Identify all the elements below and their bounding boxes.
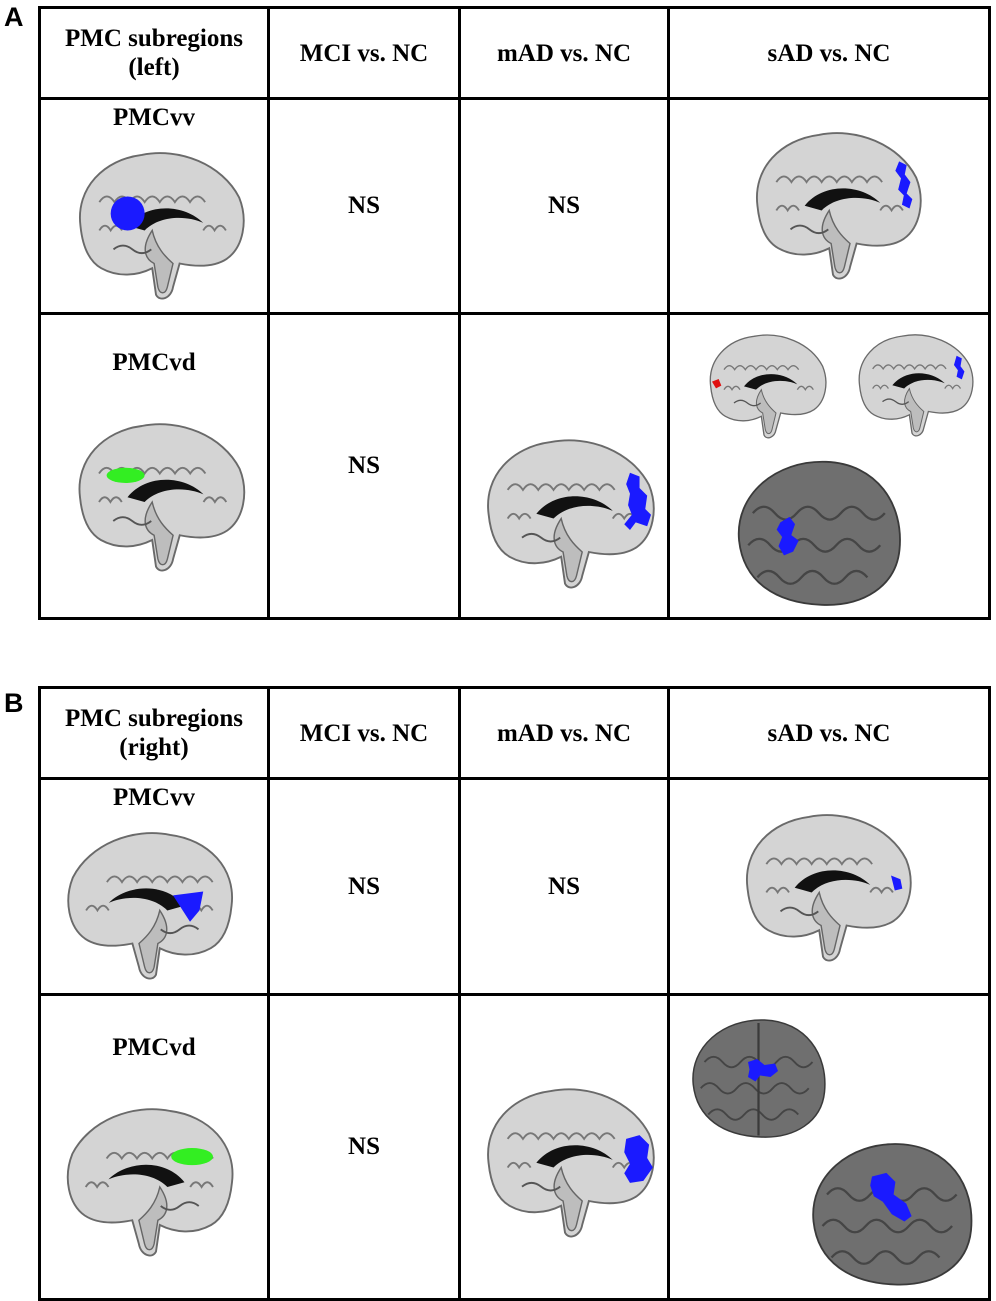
row-label-pmcvv: PMCvv [113, 104, 195, 131]
cell-mci-pmcvv: NS [267, 97, 461, 315]
cell-mad-pmcvd [458, 312, 670, 620]
cell-sad-pmcvv [667, 97, 991, 315]
cell-mad-pmcvd-b [458, 993, 670, 1301]
brain-surface-sad-pmcvd [722, 449, 912, 614]
row-label-pmcvd: PMCvd [112, 349, 196, 376]
panel-letter-b: B [4, 688, 24, 718]
brain-sagittal-pmcvv-roi [61, 136, 251, 306]
header-subregions-line2-b: (right) [119, 734, 189, 761]
header-subregions-line1-b: PMC subregions [64, 705, 244, 732]
header-subregions-cell-b: PMC subregions (right) [38, 686, 270, 780]
brain-sagittal-sad-pmcvd-b [842, 323, 982, 441]
header-mad-vs-nc: mAD vs. NC [458, 6, 670, 100]
cell-sad-pmcvd [667, 312, 991, 620]
brain-sagittal-pmcvd-roi-b [61, 1090, 251, 1265]
row-pmcvv-label-cell-b: PMCvv [38, 777, 270, 996]
cell-mad-pmcvv: NS [458, 97, 670, 315]
cell-mad-pmcvv-b: NS [458, 777, 670, 996]
brain-surface-sad-pmcvd-bottom [800, 1130, 980, 1295]
cell-mci-pmcvv-b: NS [267, 777, 461, 996]
panel-letter-a: A [4, 2, 24, 32]
header-sad-vs-nc-b: sAD vs. NC [667, 686, 991, 780]
header-mci-vs-nc: MCI vs. NC [267, 6, 461, 100]
brain-sagittal-mad-pmcvd-b [469, 1072, 661, 1244]
brain-sagittal-sad-pmcvv [738, 116, 928, 286]
brain-sagittal-mad-pmcvd [469, 423, 661, 595]
row-label-pmcvd-b: PMCvd [112, 1034, 196, 1061]
panel-b-table: PMC subregions (right) MCI vs. NC mAD vs… [38, 686, 991, 1301]
brain-sagittal-sad-pmcvd-a [692, 323, 836, 443]
cell-sad-pmcvv-b [667, 777, 991, 996]
header-mci-vs-nc-b: MCI vs. NC [267, 686, 461, 780]
row-label-pmcvv-b: PMCvv [113, 784, 195, 811]
header-subregions-line1: PMC subregions [64, 25, 244, 52]
row-pmcvd-label-cell: PMCvd [38, 312, 270, 620]
row-pmcvd-label-cell-b: PMCvd [38, 993, 270, 1301]
brain-surface-sad-pmcvd-top [682, 1002, 832, 1152]
header-mad-vs-nc-b: mAD vs. NC [458, 686, 670, 780]
cell-mci-pmcvd-b: NS [267, 993, 461, 1301]
brain-sagittal-pmcvv-roi-b [61, 816, 251, 986]
row-pmcvv-label-cell: PMCvv [38, 97, 270, 315]
brain-sagittal-sad-pmcvv-b [728, 798, 918, 968]
header-subregions-cell: PMC subregions (left) [38, 6, 270, 100]
header-subregions-line2: (left) [128, 54, 180, 81]
cell-sad-pmcvd-b [667, 993, 991, 1301]
header-sad-vs-nc: sAD vs. NC [667, 6, 991, 100]
panel-a-table: PMC subregions (left) MCI vs. NC mAD vs.… [38, 6, 991, 620]
brain-sagittal-pmcvd-roi [61, 405, 251, 580]
cell-mci-pmcvd: NS [267, 312, 461, 620]
